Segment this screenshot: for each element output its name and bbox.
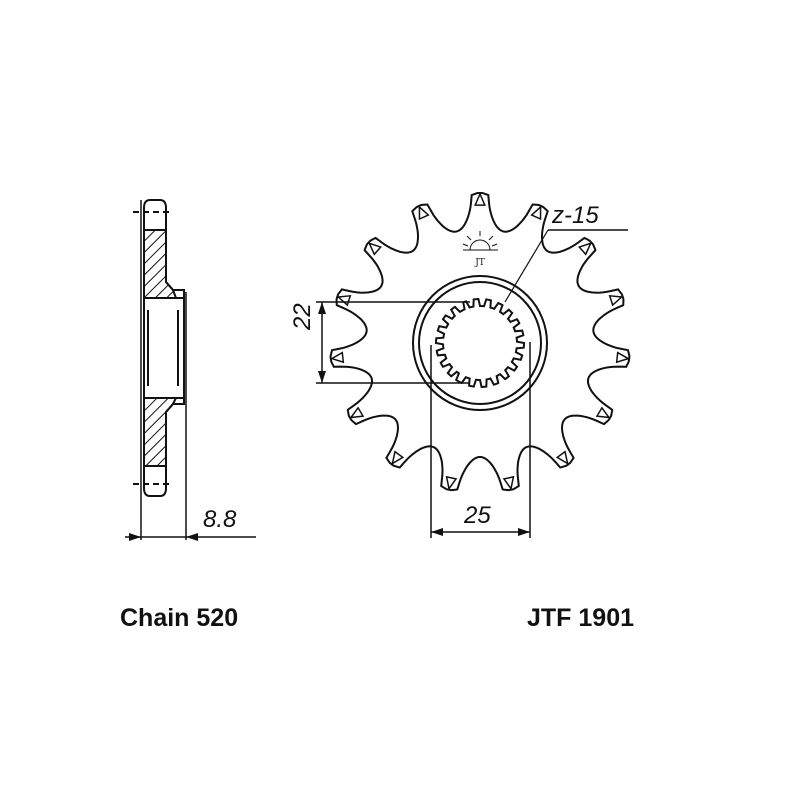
part-number: JTF 1901 — [527, 604, 635, 632]
tooth-tip — [595, 406, 611, 419]
tooth-tips — [329, 192, 631, 491]
side-view — [125, 199, 256, 541]
tooth-tip — [577, 242, 593, 256]
teeth-leader-line — [504, 229, 549, 303]
manufacturer-logo-icon: JT — [462, 231, 498, 268]
hub-dimension-label: 25 — [464, 502, 491, 529]
tooth-tip — [474, 192, 486, 206]
tooth-tip — [391, 450, 405, 466]
tooth-tip — [445, 475, 458, 491]
hub-outer-circle — [412, 275, 548, 411]
tooth-tip — [615, 351, 631, 364]
spline-dimension-label: 22 — [289, 303, 316, 330]
tooth-tip — [502, 475, 515, 491]
tooth-tip — [349, 406, 365, 419]
front-view: JT — [316, 192, 631, 538]
tooth-tip — [530, 205, 542, 221]
tooth-tip — [367, 242, 383, 256]
tooth-tip — [418, 205, 430, 221]
tooth-tip — [329, 351, 345, 364]
spline-bore — [435, 297, 525, 389]
teeth-count-label: z-15 — [552, 202, 599, 229]
sprocket-outline — [329, 192, 631, 492]
chain-label: Chain 520 — [120, 604, 239, 632]
thickness-dimension-label: 8.8 — [203, 506, 237, 533]
tooth-tip — [608, 294, 624, 307]
tooth-tip — [336, 294, 352, 307]
tooth-tip — [555, 450, 569, 466]
hub-inner-circle — [418, 281, 542, 405]
svg-text:JT: JT — [474, 258, 485, 268]
